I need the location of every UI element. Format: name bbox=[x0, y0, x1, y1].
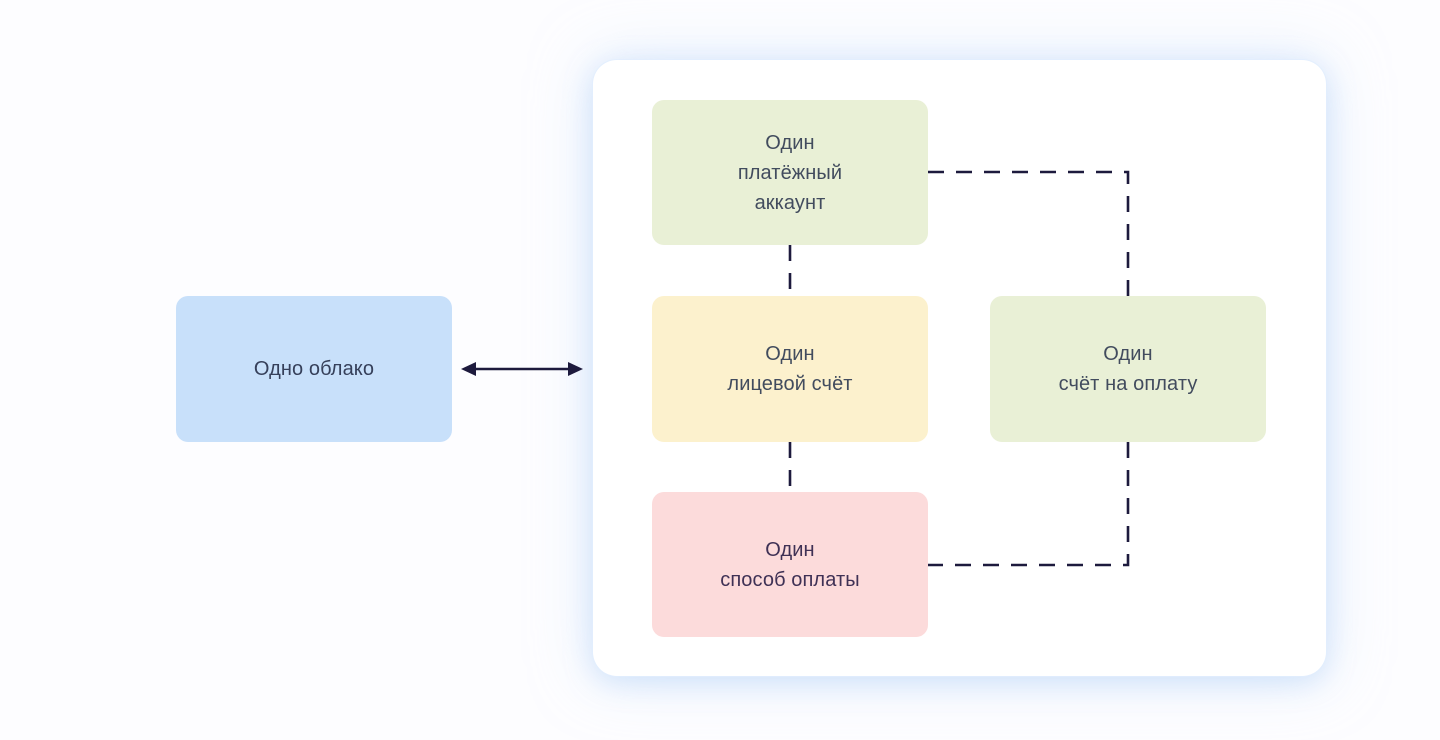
node-payment-account[interactable]: Один платёжный аккаунт bbox=[652, 100, 928, 245]
arrow-head-left bbox=[461, 362, 476, 376]
node-personal-account[interactable]: Один лицевой счёт bbox=[652, 296, 928, 442]
connector-cloud-to-panel bbox=[461, 362, 583, 376]
node-payment-method[interactable]: Один способ оплаты bbox=[652, 492, 928, 637]
arrow-head-right bbox=[568, 362, 583, 376]
node-invoice[interactable]: Один счёт на оплату bbox=[990, 296, 1266, 442]
node-cloud[interactable]: Одно облако bbox=[176, 296, 452, 442]
node-payment-account-label: Один платёжный аккаунт bbox=[737, 131, 843, 214]
node-personal-account-label: Один лицевой счёт bbox=[727, 343, 853, 395]
node-payment-method-label: Один способ оплаты bbox=[720, 538, 860, 591]
node-invoice-label: Один счёт на оплату bbox=[1058, 343, 1198, 395]
node-cloud-label: Одно облако bbox=[253, 358, 375, 380]
